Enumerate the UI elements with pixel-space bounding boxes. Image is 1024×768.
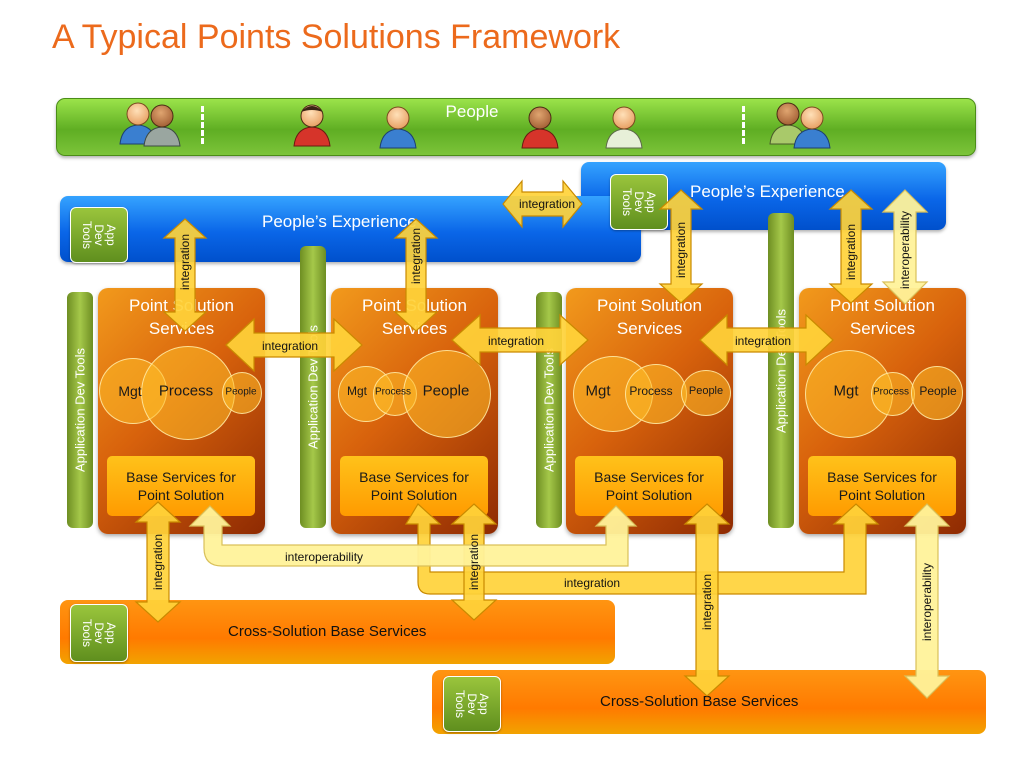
person-icon — [379, 106, 417, 149]
mgt-label: Mgt — [346, 384, 368, 398]
process-circle — [141, 346, 235, 440]
base-services-3 — [575, 456, 723, 516]
people-label: People — [445, 102, 499, 121]
integration-arrow — [225, 317, 363, 373]
integration-arrow — [134, 501, 182, 623]
integration-arrow — [451, 313, 589, 367]
base-services-2 — [340, 456, 488, 516]
person-icon — [793, 106, 831, 149]
process-label: Process — [629, 384, 673, 398]
integration-arrow — [393, 218, 439, 332]
integration-connector — [404, 503, 880, 595]
page-title: A Typical Points Solutions Framework — [52, 18, 621, 56]
people-circle — [681, 370, 731, 416]
base-services-4 — [808, 456, 956, 516]
people-circle — [403, 350, 491, 438]
integration-arrow — [658, 189, 704, 304]
person-icon — [605, 106, 643, 149]
people-circle-label: People — [422, 382, 470, 400]
app-dev-tools-bottom-left: App Dev Tools — [70, 604, 128, 662]
app-dev-tools-top-left: App Dev Tools — [70, 207, 128, 263]
integration-arrow — [162, 218, 208, 332]
person-icon — [521, 106, 559, 149]
experience-label-right: People’s Experience — [690, 182, 845, 201]
app-dev-tools-bottom-right: App Dev Tools — [443, 676, 501, 732]
integration-label: integration — [178, 233, 192, 291]
person-icon — [293, 104, 331, 147]
mgt-circle — [805, 350, 893, 438]
people-circle-label: People — [919, 384, 957, 398]
base-services-1 — [107, 456, 255, 516]
experience-label-left: People’s Experience — [262, 212, 417, 231]
cross-solution-label-left: Cross-Solution Base Services — [228, 623, 427, 640]
integration-label: integration — [700, 573, 714, 631]
integration-label: integration — [151, 533, 165, 591]
people-icons — [119, 102, 831, 149]
people-circle-label: People — [688, 385, 724, 397]
process-label: Process — [374, 386, 412, 398]
mgt-label: Mgt — [833, 382, 859, 400]
person-icon — [143, 104, 181, 147]
integration-arrow — [699, 313, 834, 367]
process-label: Process — [158, 382, 214, 400]
mgt-label: Mgt — [118, 383, 142, 399]
interoperability-arrow — [881, 189, 929, 305]
interoperability-label: interoperability — [920, 562, 934, 642]
interoperability-arrow — [903, 503, 951, 699]
process-circle — [871, 372, 915, 416]
interoperability-label: interoperability — [898, 210, 912, 290]
integration-label: integration — [519, 197, 576, 211]
people-separator — [742, 106, 745, 144]
integration-arrow — [502, 179, 583, 229]
interoperability-connector — [188, 505, 638, 567]
process-label: Process — [872, 386, 910, 398]
people-separator — [201, 106, 204, 144]
interoperability-label: interoperability — [285, 550, 364, 564]
people-circle — [222, 372, 262, 414]
integration-label: integration — [467, 533, 481, 591]
people-circle-label: People — [225, 386, 257, 398]
mgt-label: Mgt — [585, 382, 611, 400]
integration-label: integration — [674, 221, 688, 279]
integration-label: integration — [262, 339, 319, 353]
integration-label: integration — [735, 334, 792, 348]
integration-label: integration — [488, 334, 545, 348]
integration-label: integration — [844, 223, 858, 281]
integration-label: integration — [564, 576, 621, 590]
integration-arrow — [828, 189, 874, 304]
application-dev-tools-bar: Application Dev Tools — [300, 246, 326, 528]
integration-label: integration — [409, 227, 423, 285]
people-circle — [911, 366, 963, 420]
application-dev-tools-bar: Application Dev Tools — [768, 213, 794, 528]
application-dev-tools-bar: Application Dev Tools — [67, 292, 93, 528]
cross-solution-label-right: Cross-Solution Base Services — [600, 693, 799, 710]
integration-arrow — [683, 503, 731, 697]
